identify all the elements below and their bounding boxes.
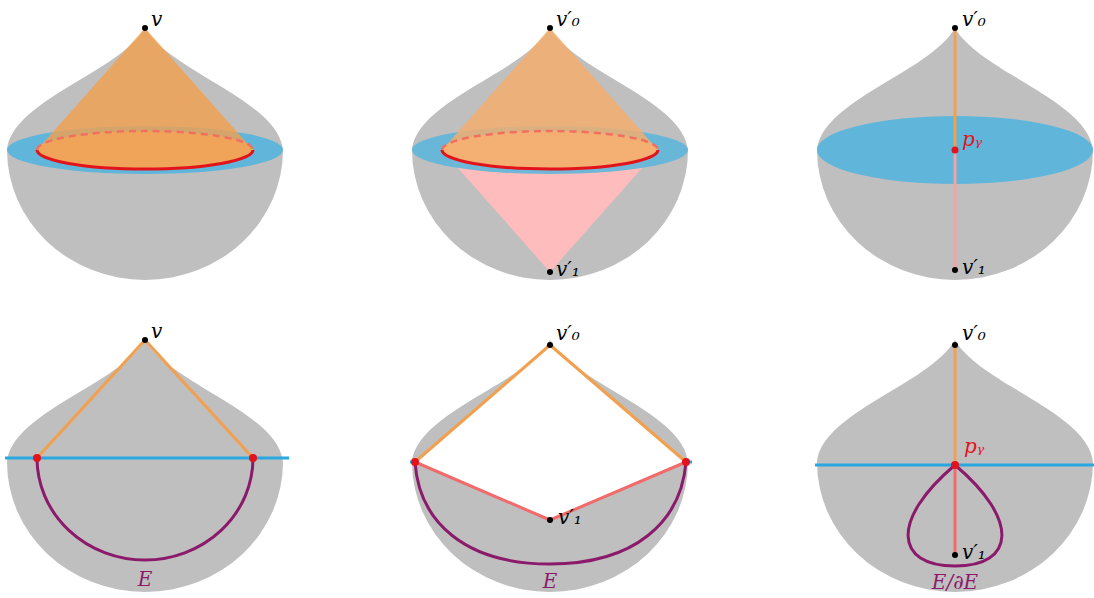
vertex-label: v′₀ [556,322,580,344]
vertex-label: v′₀ [962,8,986,30]
section-panel [5,337,289,592]
quotient-panel [815,340,1094,592]
vertex-label: v′₁ [962,541,986,563]
point-label: pᵧ [964,435,984,457]
cone-panel [7,25,283,280]
suspension-panel [412,25,688,280]
region-label: E/∂E [932,571,978,593]
region-label: E [543,570,558,592]
vertex-label: v′₁ [556,258,580,280]
vertex-label: v′₁ [558,506,582,528]
vertex-label: v′₁ [962,256,986,278]
vertex-label: v [151,8,162,30]
vertex-label: v′₀ [962,322,986,344]
point-label: pᵧ [962,128,982,150]
section-panel [410,340,692,592]
vertex-label: v′₀ [556,8,580,30]
collapsed-panel [817,25,1093,280]
region-label: E [138,568,153,590]
vertex-label: v [151,320,162,342]
